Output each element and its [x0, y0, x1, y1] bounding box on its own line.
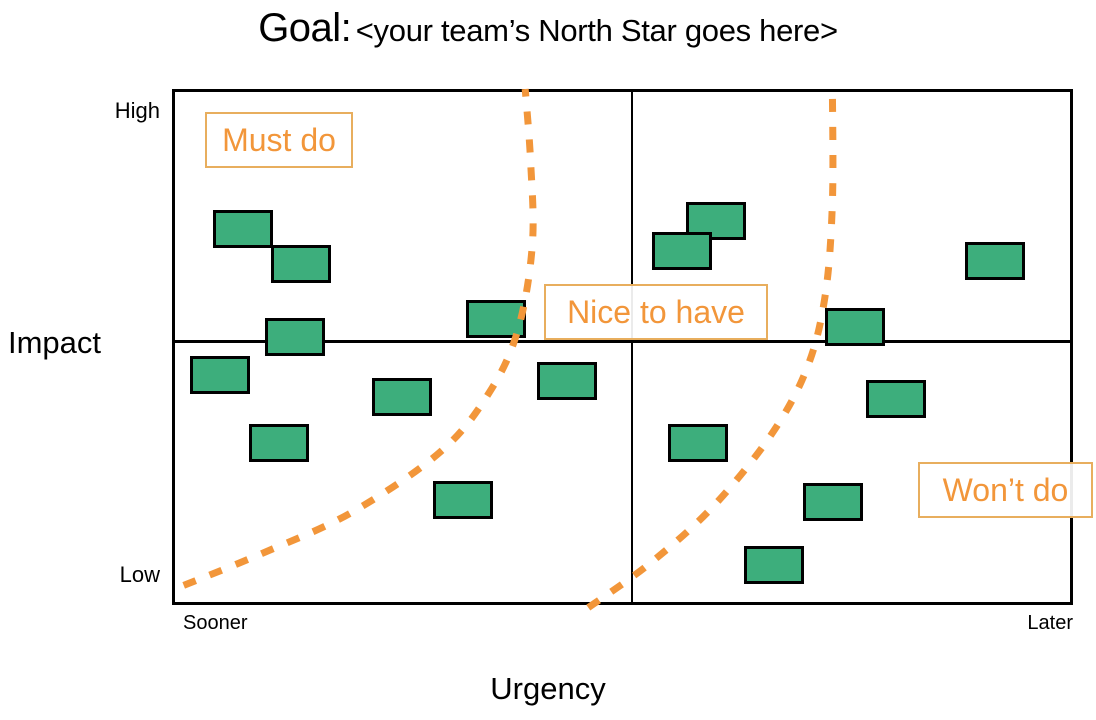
- matrix-item[interactable]: [271, 244, 332, 283]
- x-axis-label: Urgency: [490, 671, 606, 706]
- matrix-item[interactable]: [264, 318, 325, 357]
- matrix-item[interactable]: [212, 209, 273, 248]
- title-goal-label: Goal:: [258, 6, 352, 50]
- y-axis-tick-high: High: [114, 98, 160, 123]
- matrix-item[interactable]: [964, 242, 1025, 281]
- page-title: Goal: <your team’s North Star goes here>: [0, 6, 1096, 51]
- matrix-item[interactable]: [652, 231, 713, 270]
- quadrant-label-wont-do: Won’t do: [918, 462, 1093, 518]
- y-axis-label: Impact: [8, 325, 102, 360]
- x-axis-tick-sooner: Sooner: [183, 612, 248, 634]
- quadrant-label-nice-to-have: Nice to have: [544, 284, 768, 340]
- y-axis-tick-low: Low: [119, 562, 160, 587]
- matrix-item[interactable]: [372, 378, 433, 417]
- matrix-item[interactable]: [744, 546, 805, 585]
- matrix-item[interactable]: [667, 423, 728, 462]
- matrix-item[interactable]: [248, 423, 309, 462]
- matrix-item[interactable]: [802, 483, 863, 522]
- matrix-item[interactable]: [825, 307, 886, 346]
- quadrant-label-must-do: Must do: [205, 112, 353, 168]
- matrix-item[interactable]: [536, 361, 597, 400]
- matrix-item[interactable]: [433, 480, 494, 519]
- plot-area: Must do Nice to have Won’t do: [172, 89, 1093, 605]
- matrix-item[interactable]: [465, 300, 526, 339]
- matrix-item[interactable]: [865, 380, 926, 419]
- x-axis-tick-later: Later: [1027, 612, 1073, 634]
- quadrant-divider-vertical: [631, 92, 633, 602]
- title-subject: <your team’s North Star goes here>: [355, 13, 838, 48]
- matrix-item[interactable]: [190, 355, 251, 394]
